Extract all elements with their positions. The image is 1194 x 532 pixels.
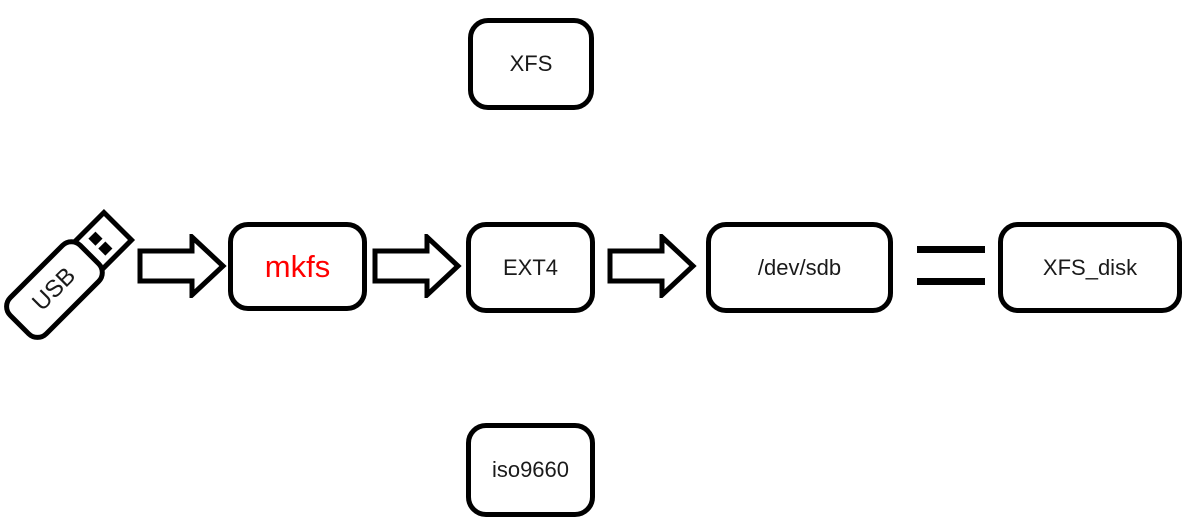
node-dev-sdb-label: /dev/sdb [757,254,842,280]
equals-icon [917,278,985,285]
node-dev-sdb: /dev/sdb [706,222,893,313]
node-mkfs-label: mkfs [264,248,331,284]
usb-connector-pin-icon [98,241,113,256]
flow-arrow-icon [372,234,462,298]
node-xfs-disk: XFS_disk [998,222,1182,313]
flow-arrow-icon [607,234,697,298]
node-xfs-label: XFS [509,51,553,76]
usb-connector-pin-icon [88,231,103,246]
usb-flash-drive-icon: USB [0,202,142,347]
node-xfs-disk-label: XFS_disk [1042,254,1138,280]
node-ext4: EXT4 [466,222,595,313]
node-iso9660-label: iso9660 [491,457,570,482]
node-mkfs: mkfs [228,222,367,311]
flow-arrow-icon [137,234,227,298]
node-xfs: XFS [468,18,594,110]
node-iso9660: iso9660 [466,423,595,517]
usb-drive-label: USB [27,262,82,317]
equals-icon [917,246,985,253]
node-ext4-label: EXT4 [502,254,559,280]
